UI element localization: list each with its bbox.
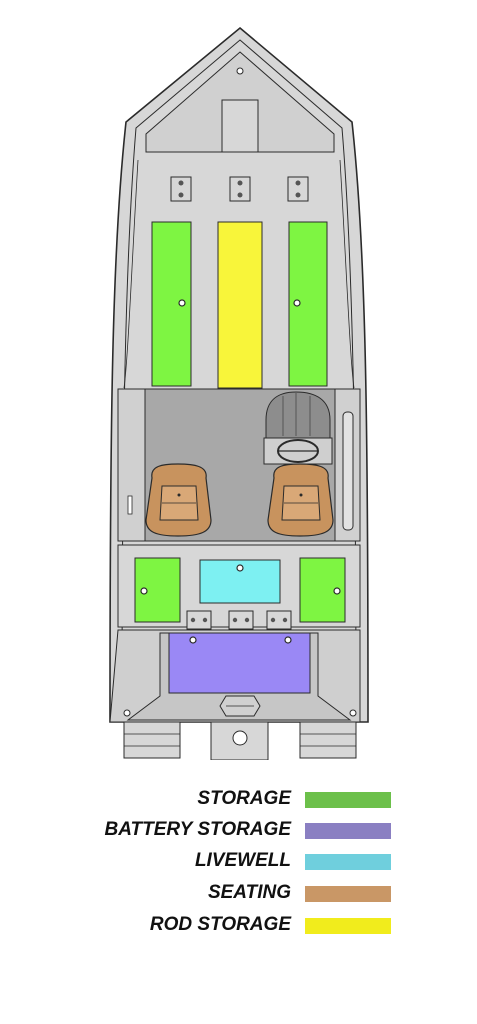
legend-item-livewell: LIVEWELL [0, 849, 477, 873]
swim-platform-right [299, 721, 357, 759]
legend-swatch [305, 918, 391, 934]
legend-swatch [305, 886, 391, 902]
latch-icon [236, 564, 244, 572]
legend-label: LIVEWELL [194, 850, 291, 871]
latch-icon [140, 587, 148, 595]
latch-icon [178, 299, 186, 307]
jack-plate [210, 721, 269, 760]
legend-swatch [305, 823, 391, 839]
seat-right [267, 463, 334, 537]
latch-icon [189, 636, 197, 644]
pedestal-base-aft-left [186, 610, 212, 630]
latch-icon [284, 636, 292, 644]
rod-locker-side-right [342, 411, 354, 531]
bow-hatch [221, 99, 259, 153]
bow-cleat-icon [236, 67, 244, 75]
helm-console [263, 391, 333, 465]
pedestal-base-aft-right [266, 610, 292, 630]
legend-label: STORAGE [197, 788, 291, 809]
stern-cleat-icon [349, 709, 357, 717]
legend-item-storage: STORAGE [0, 787, 477, 811]
legend-swatch [305, 792, 391, 808]
rod-storage-compartment [217, 221, 263, 389]
pedestal-base-left [170, 176, 192, 202]
latch-icon [293, 299, 301, 307]
latch-icon [333, 587, 341, 595]
legend-item-rod-storage: ROD STORAGE [0, 913, 477, 937]
legend-item-battery-storage: BATTERY STORAGE [0, 818, 477, 842]
stern-cleat-icon [123, 709, 131, 717]
pedestal-base-aft-center [228, 610, 254, 630]
side-gunwale-left [117, 388, 146, 542]
legend-swatch [305, 854, 391, 870]
legend-label: ROD STORAGE [149, 914, 291, 935]
side-vent-left [127, 495, 133, 515]
legend-item-seating: SEATING [0, 881, 477, 905]
legend-label: BATTERY STORAGE [104, 819, 291, 840]
boat-deck-diagram [109, 26, 369, 760]
pedestal-base-center [229, 176, 251, 202]
swim-platform-left [123, 721, 181, 759]
seat-left [145, 463, 212, 537]
legend-label: SEATING [207, 882, 291, 903]
pedestal-base-right [287, 176, 309, 202]
